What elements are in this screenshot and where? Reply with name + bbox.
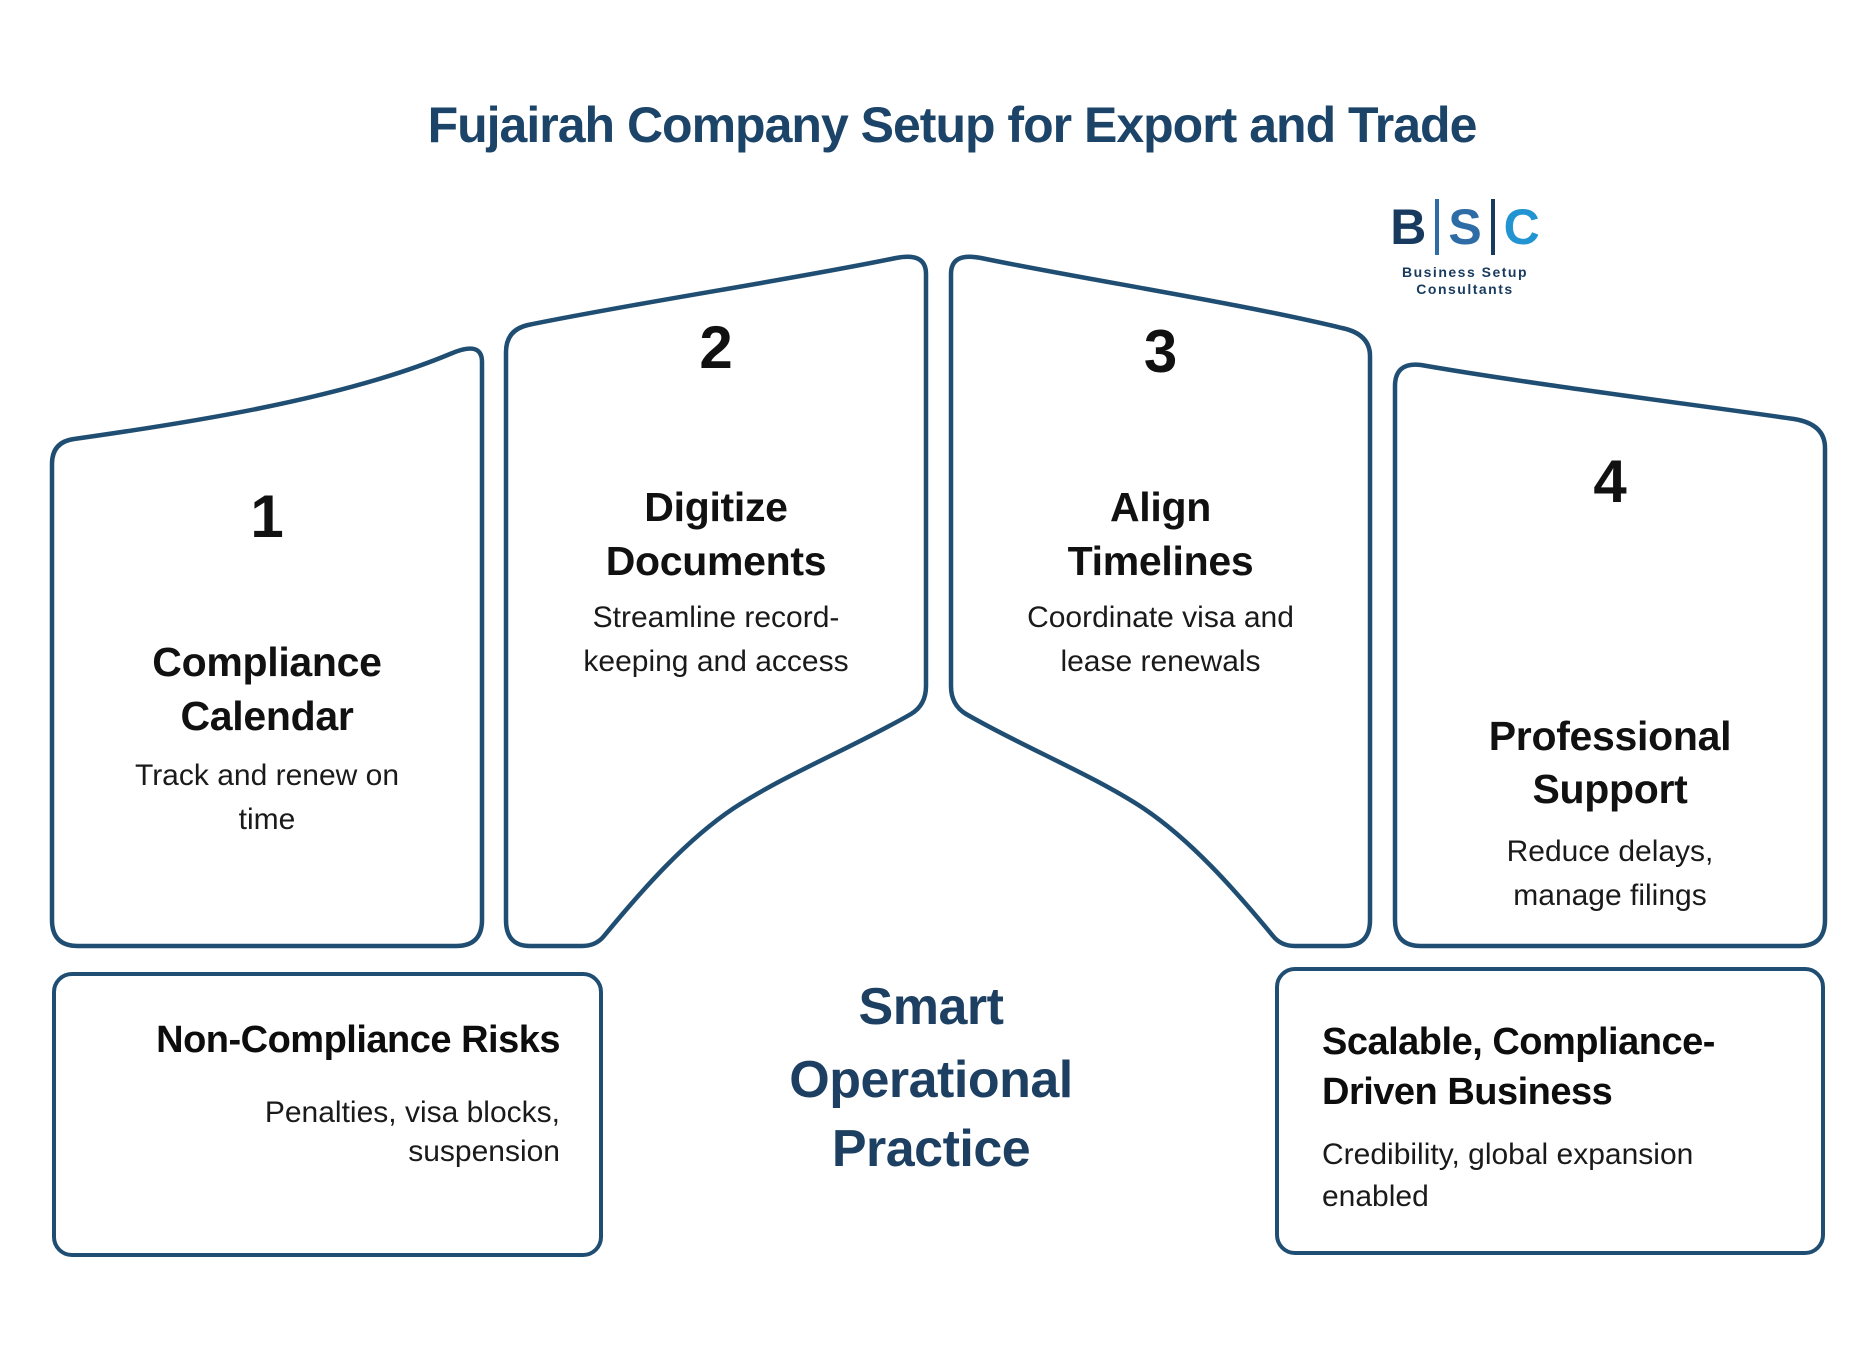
step-1-number: 1	[250, 483, 284, 550]
step-2-title-line1: Digitize	[644, 484, 788, 530]
step-4-number: 4	[1593, 448, 1627, 515]
benefit-box-title-line2: Driven Business	[1322, 1071, 1613, 1113]
logo-tagline-line1: Business Setup	[1401, 264, 1529, 280]
center-label-line3: Practice	[831, 1120, 1031, 1178]
logo-letter-c: C	[1503, 199, 1540, 255]
panel-3-outline	[948, 254, 1373, 949]
step-3-desc-line1: Coordinate visa and	[1027, 601, 1294, 634]
bsc-logo-letters: B S C	[1385, 196, 1545, 258]
step-1-title-line1: Compliance	[152, 639, 382, 685]
benefit-box-title-line1: Scalable, Compliance-	[1322, 1021, 1715, 1063]
logo-letter-b: B	[1390, 199, 1427, 255]
logo-divider-bar	[1490, 199, 1495, 255]
logo-divider-bar	[1435, 199, 1440, 255]
logo-letter-s: S	[1448, 199, 1482, 255]
step-4-title-line1: Professional	[1488, 713, 1732, 759]
step-3-title-line1: Align	[1110, 484, 1211, 530]
bsc-logo: B S C Business Setup Consultants	[1385, 196, 1545, 298]
center-label-line1: Smart	[858, 978, 1004, 1036]
panel-1-outline	[49, 346, 485, 949]
non-compliance-risks-box	[52, 972, 603, 1257]
step-1-title-line2: Calendar	[180, 693, 354, 739]
scalable-business-box	[1275, 967, 1825, 1255]
risk-box-desc-line1: Penalties, visa blocks,	[264, 1096, 560, 1129]
panel-4-outline	[1392, 362, 1828, 949]
step-4-title-line2: Support	[1532, 766, 1688, 812]
step-2-number: 2	[699, 314, 733, 381]
risk-box-title: Non-Compliance Risks	[156, 1019, 560, 1061]
step-1-desc-line1: Track and renew on	[134, 759, 400, 792]
logo-tagline: Business Setup Consultants	[1385, 264, 1545, 298]
step-1-desc-line2: time	[238, 803, 296, 836]
benefit-box-desc-line1: Credibility, global expansion	[1322, 1138, 1694, 1171]
step-3-title-line2: Timelines	[1067, 538, 1254, 584]
panel-2-outline	[503, 254, 929, 949]
step-4-desc-line2: manage filings	[1513, 879, 1707, 912]
step-3-desc-line2: lease renewals	[1060, 645, 1261, 678]
page-title: Fujairah Company Setup for Export and Tr…	[427, 97, 1478, 153]
benefit-box-desc-line2: enabled	[1322, 1180, 1429, 1213]
step-2-desc-line2: keeping and access	[583, 645, 849, 678]
step-3-number: 3	[1143, 318, 1178, 385]
logo-tagline-line2: Consultants	[1416, 281, 1514, 297]
step-2-title-line2: Documents	[605, 538, 827, 584]
step-2-desc-line1: Streamline record-	[592, 601, 840, 634]
center-label-line2: Operational	[789, 1051, 1073, 1109]
step-4-desc-line1: Reduce delays,	[1506, 835, 1714, 868]
risk-box-desc-line2: suspension	[408, 1135, 560, 1168]
